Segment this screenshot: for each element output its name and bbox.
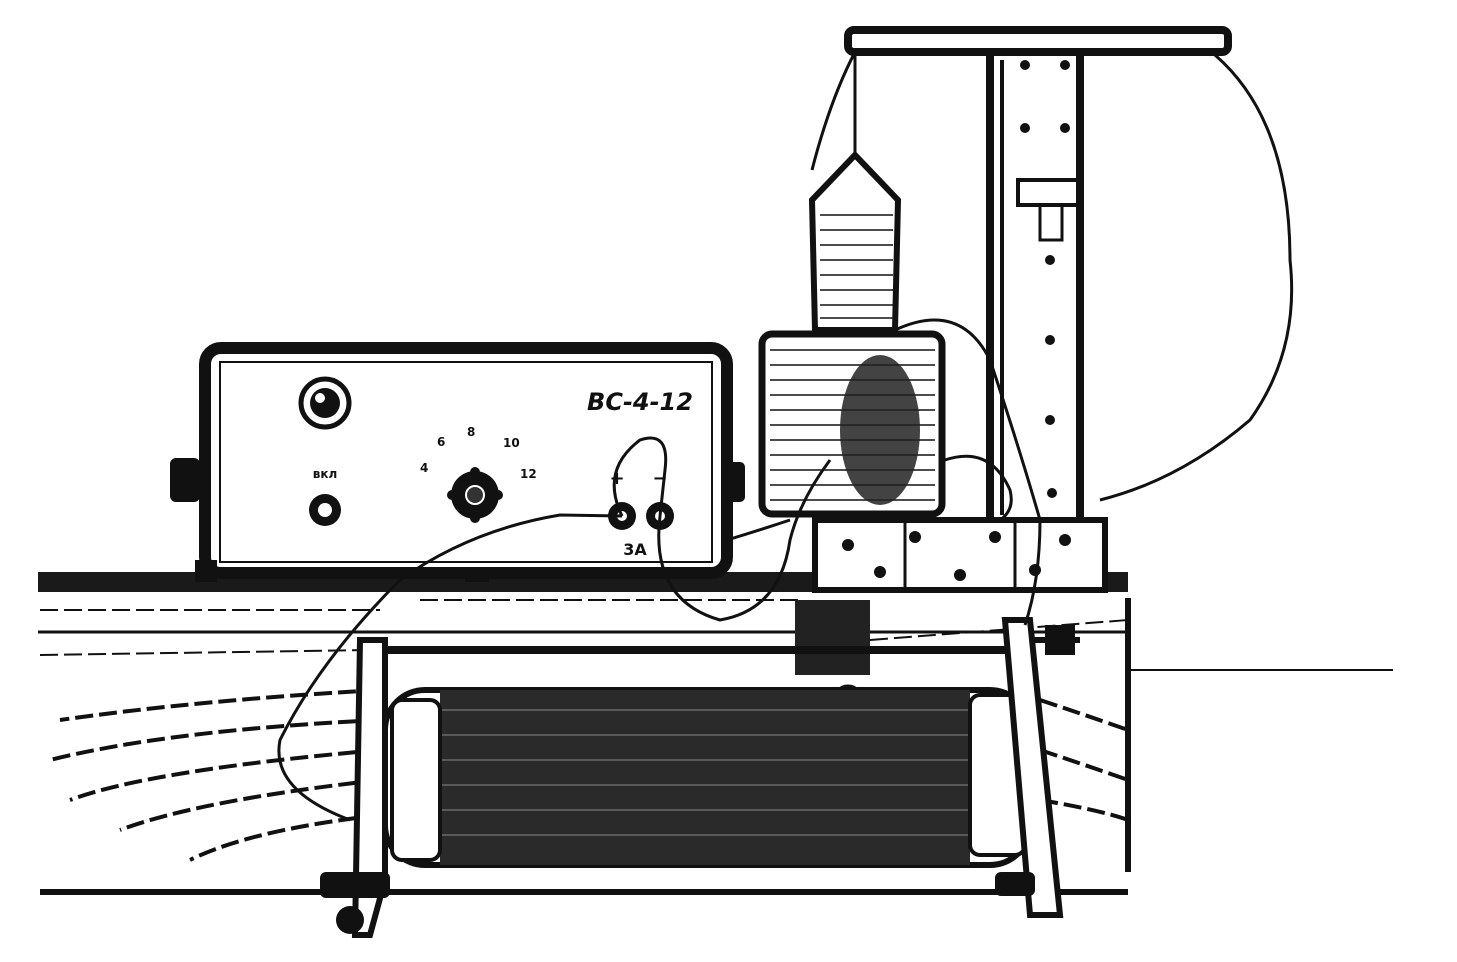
switch-label: вкл [313, 467, 338, 481]
solenoid-coil [758, 330, 946, 518]
clamp-block [795, 517, 1108, 716]
rheostat-terminal-right[interactable] [995, 872, 1035, 896]
pilot-lamp-icon [298, 376, 352, 430]
voltage-selector-knob[interactable] [447, 467, 503, 523]
right-knob [727, 462, 745, 502]
voltage-tap-6: 6 [437, 435, 445, 449]
current-rating: 3А [623, 540, 647, 559]
power-supply-case [199, 342, 733, 579]
voltage-tap-4: 4 [420, 461, 428, 475]
voltage-tap-10: 10 [503, 436, 520, 450]
voltage-tap-8: 8 [467, 425, 475, 439]
rheostat [320, 617, 1080, 938]
voltage-tap-12: 12 [520, 467, 537, 481]
armature-cone [808, 52, 902, 333]
connecting-wires [277, 51, 1294, 822]
left-knob [170, 458, 200, 502]
toggle-switch[interactable] [309, 494, 341, 526]
rheostat-terminal-left[interactable] [320, 872, 390, 934]
power-supply-model: ВС-4-12 [587, 388, 693, 416]
